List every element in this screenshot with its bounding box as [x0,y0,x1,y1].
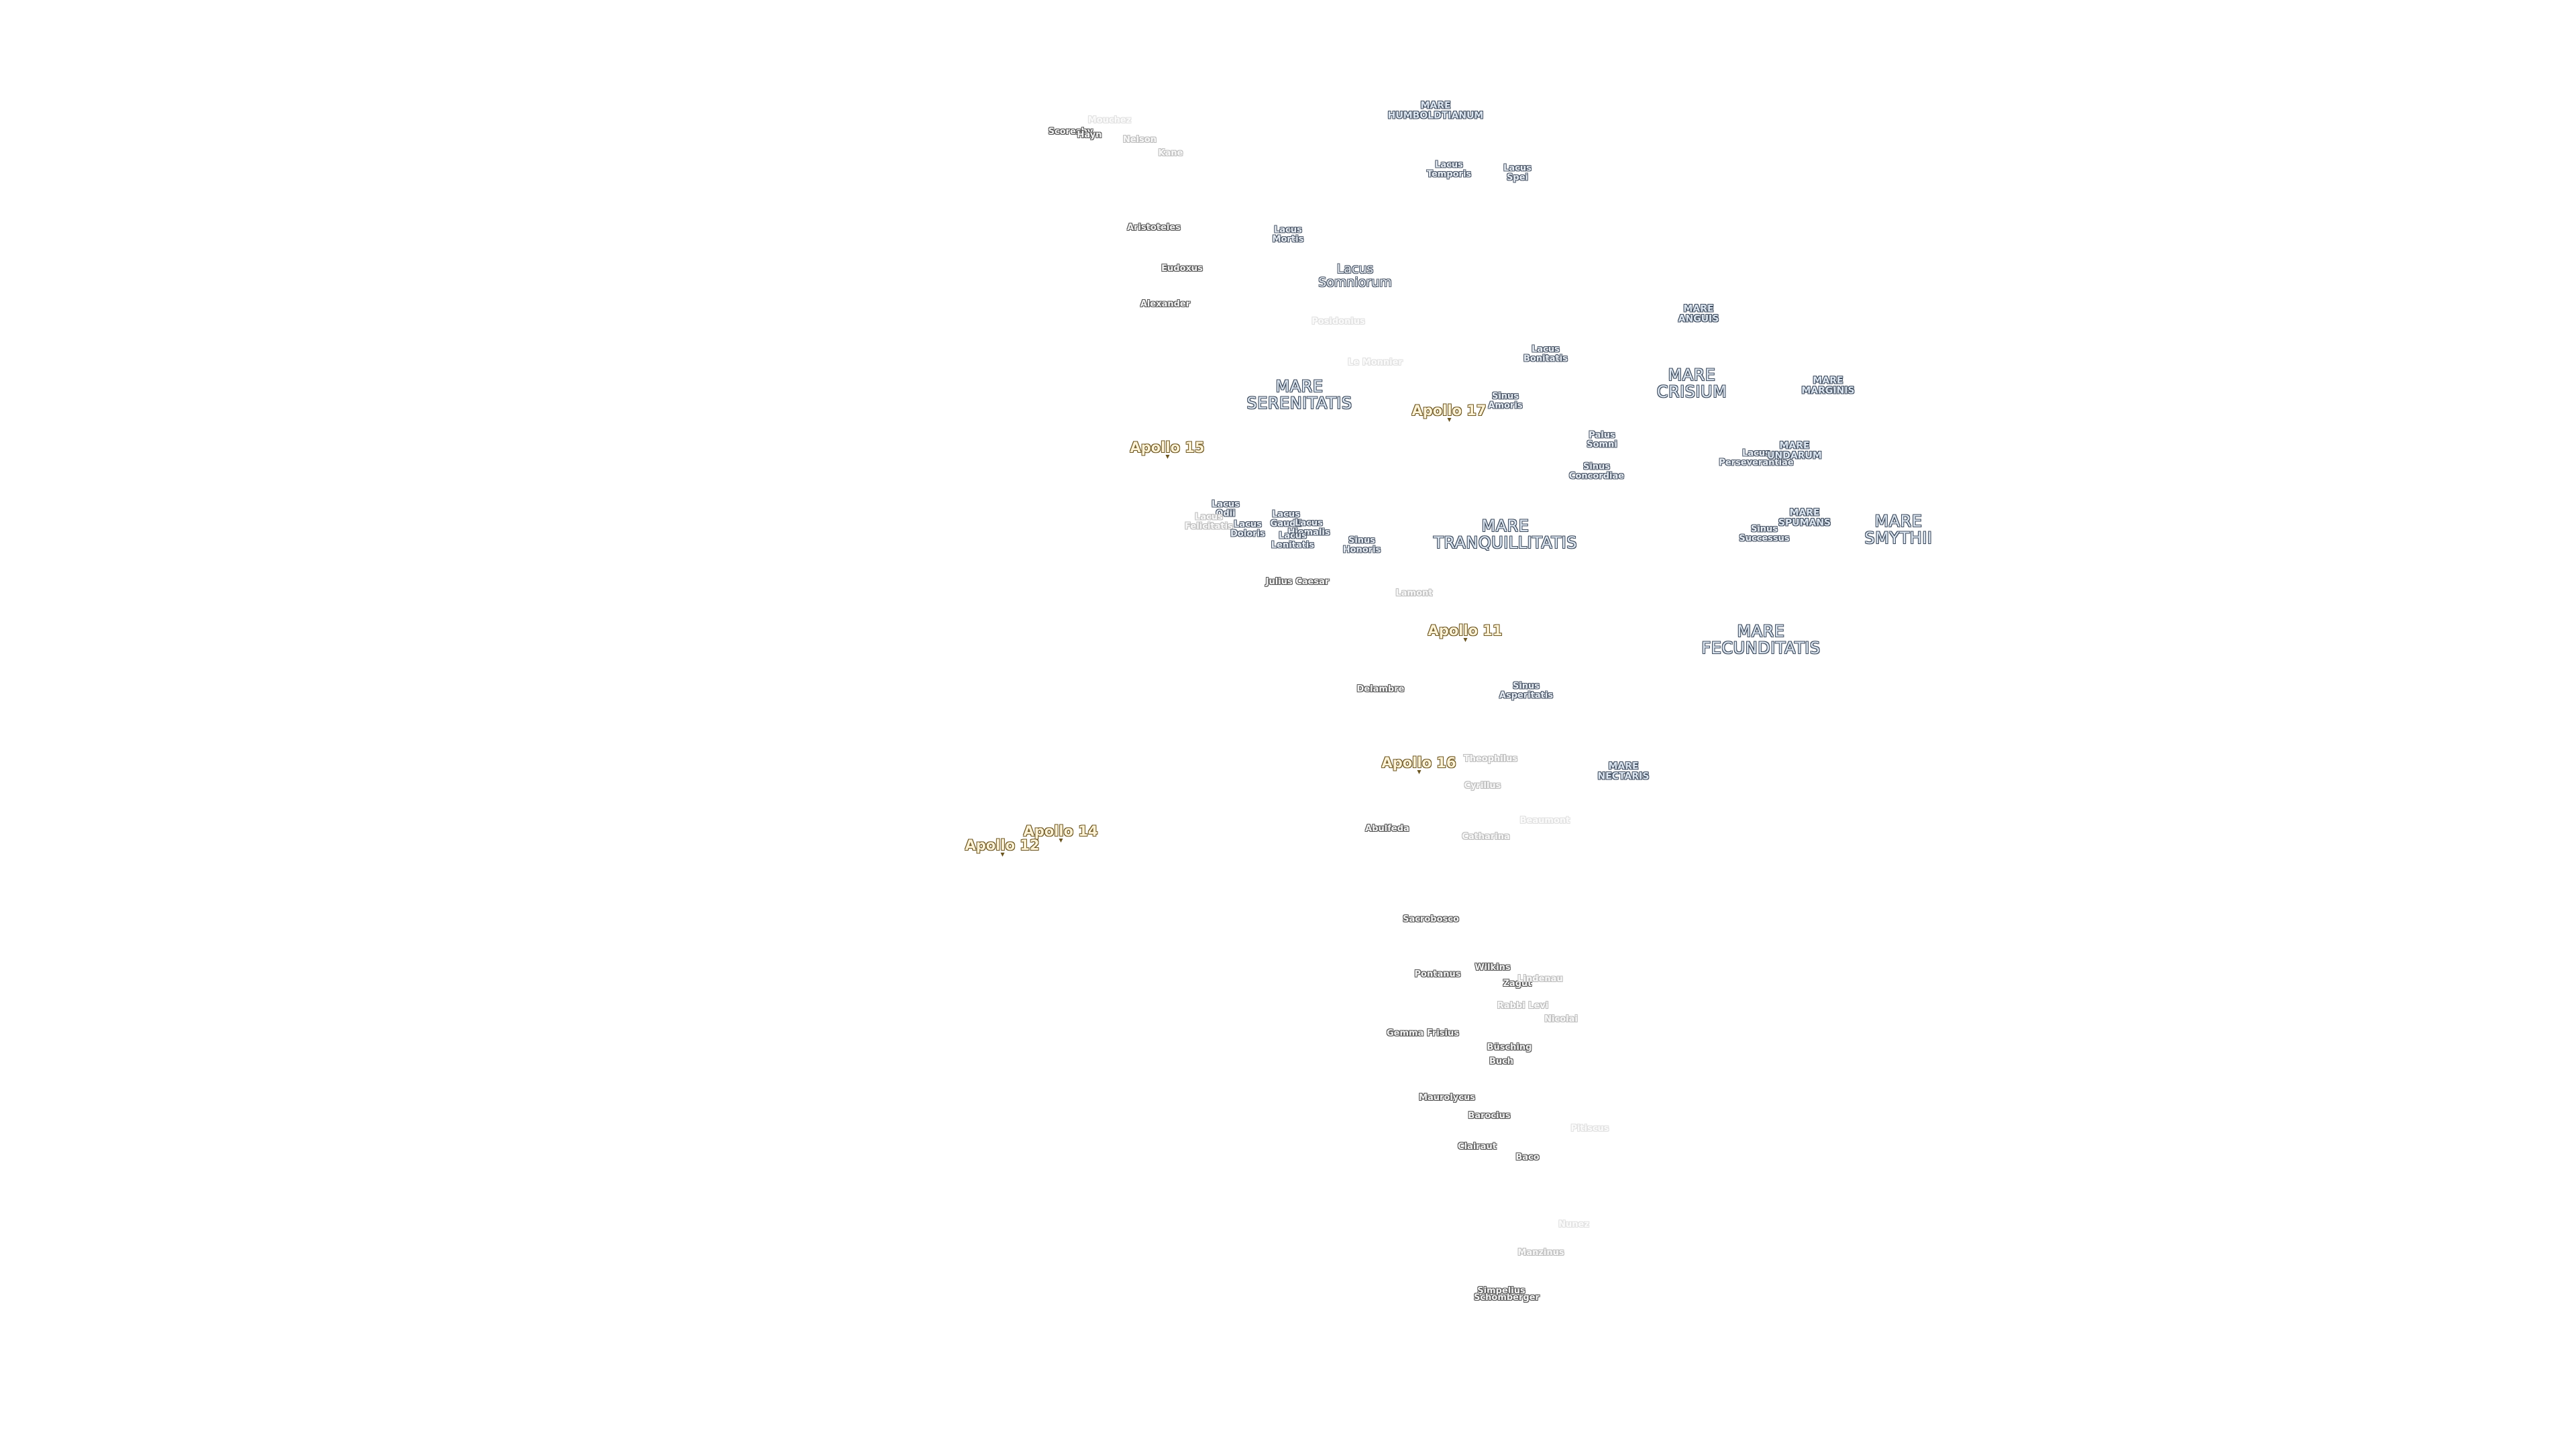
landing-site-label: Apollo 14 [1023,822,1098,839]
landing-site-apollo-15[interactable]: Apollo 15 [1130,439,1205,460]
label-mare-marginis: MARE MARGINIS [1801,375,1855,396]
landing-site-apollo-17[interactable]: Apollo 17 [1411,402,1487,423]
label-mare-spumans: MARE SPUMANS [1778,507,1831,528]
label-lacus-mortis: Lacus Mortis [1272,225,1304,244]
label-mare-nectaris: MARE NECTARIS [1597,761,1650,782]
label-nelson: Nelson [1122,135,1157,146]
label-zagut: Zagut [1503,979,1532,989]
label-lamont: Lamont [1395,588,1433,599]
label-mare-crisium: MARE CRISIUM [1656,365,1727,401]
landing-marker-icon [1462,638,1467,643]
label-mare-smythii: MARE SMYTHII [1864,511,1933,547]
landing-site-label: Apollo 17 [1411,402,1487,419]
label-mare-humboldtianum: MARE HUMBOLDTIANUM [1387,100,1484,121]
landing-marker-icon [1446,418,1451,423]
label-sinus-successus: Sinus Successus [1739,524,1790,543]
label-nicolai: Nicolai [1544,1014,1578,1025]
label-eudoxus: Eudoxus [1161,264,1203,274]
label-posidonius: Posidonius [1311,317,1365,327]
label-lacus-somniorum: Lacus Somniorum [1318,262,1392,290]
label-abulfeda: Abulfeda [1365,824,1409,835]
label-baco: Baco [1515,1152,1540,1163]
label-sinus-asperitatis: Sinus Asperitatis [1499,681,1554,700]
label-lindenau: Lindenau [1517,974,1563,985]
label-wilkins: Wilkins [1474,963,1511,973]
label-sinus-amoris: Sinus Amoris [1488,391,1523,411]
label-sinus-concordiae: Sinus Concordiae [1568,462,1625,481]
landing-site-apollo-11[interactable]: Apollo 11 [1428,622,1503,643]
landing-marker-icon [1165,455,1169,460]
landing-site-label: Apollo 16 [1381,754,1456,771]
label-rabbi-levi: Rabbi Levi [1497,1001,1549,1012]
landing-site-label: Apollo 15 [1130,439,1205,455]
label-mare-undarum: MARE UNDARUM [1767,440,1822,461]
label-mare-serenitatis: MARE SERENITATIS [1246,376,1352,413]
label-theophilus: Theophilus [1463,754,1518,765]
label-mare-tranquillitatis: MARE TRANQUILLITATIS [1434,516,1577,552]
label-barocius: Barocius [1468,1111,1511,1122]
label-lacus-felicitatis: Lacus Felicitatis [1185,512,1233,531]
landing-marker-icon [1000,853,1004,857]
label-catharina: Catharina [1462,832,1510,843]
label-nunez: Nunez [1558,1220,1589,1230]
label-clairaut: Clairaut [1458,1142,1497,1152]
label-buch: Buch [1489,1057,1514,1067]
landing-site-apollo-14[interactable]: Apollo 14 [1023,822,1098,843]
label-lacus-doloris: Lacus Doloris [1230,519,1265,539]
label-gemma-frisius: Gemma Frisius [1387,1028,1459,1039]
label-lacus-perseverantiae: Lacus Perseverantiae [1719,448,1794,468]
label-alexander: Alexander [1140,299,1191,310]
landing-site-apollo-12[interactable]: Apollo 12 [965,837,1040,857]
label-palus-somni: Palus Somni [1587,430,1617,449]
label-lacus-hiemalis: Lacus Hiemalis [1287,518,1330,537]
label-simpelius: Simpelius [1477,1286,1525,1297]
label-mouchez: Mouchez [1087,115,1132,126]
label-sinus-honoris: Sinus Honoris [1342,535,1381,555]
label-delambre: Delambre [1356,684,1405,695]
label-mare-anguis: MARE ANGUIS [1678,303,1719,324]
label-mare-fecunditatis: MARE FECUNDITATIS [1701,621,1821,657]
label-lacus-odii: Lacus Odii [1212,499,1240,519]
label-lacus-temporis: Lacus Temporis [1426,160,1472,179]
label-pitiscus: Pitiscus [1570,1124,1609,1134]
label-manzinus: Manzinus [1517,1248,1564,1258]
label-cyrillus: Cyrillus [1464,781,1501,792]
landing-site-label: Apollo 12 [965,837,1040,853]
label-busching: Büsching [1487,1042,1532,1053]
label-lacus-bonitatis: Lacus Bonitatis [1523,344,1568,364]
label-sacrobosco: Sacrobosco [1403,914,1459,925]
label-lacus-gaudii: Lacus Gaudii [1270,509,1302,529]
label-hayn: Hayn [1077,130,1102,141]
landing-marker-icon [1058,839,1063,843]
landing-site-apollo-16[interactable]: Apollo 16 [1381,754,1456,775]
label-maurolycus: Maurolycus [1419,1093,1475,1104]
label-beaumont: Beaumont [1519,816,1570,826]
label-pontanus: Pontanus [1414,969,1461,980]
landing-marker-icon [1416,770,1421,775]
label-kane: Kane [1158,148,1183,159]
label-aristoteles: Aristoteles [1127,223,1181,233]
label-le-monnier: Le Monnier [1348,358,1403,368]
label-lacus-lenitatis: Lacus Lenitatis [1271,531,1315,550]
label-schomberger: Schomberger [1474,1293,1540,1303]
label-scoresby: Scoresby [1048,127,1093,138]
label-lacus-spei: Lacus Spei [1503,163,1532,182]
landing-site-label: Apollo 11 [1428,622,1503,639]
label-julius-caesar: Julius Caesar [1265,577,1330,588]
